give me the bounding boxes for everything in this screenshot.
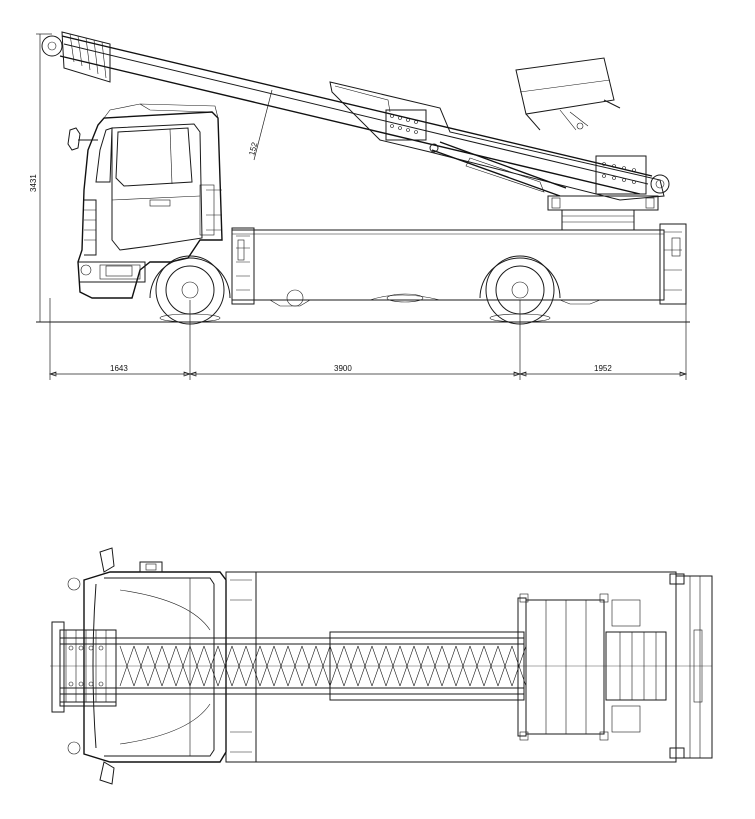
turntable-top bbox=[605, 599, 667, 733]
platform-top bbox=[517, 593, 609, 741]
dim-boom-angle: 152 bbox=[247, 141, 259, 157]
body-top bbox=[225, 571, 713, 763]
height-dimension: 3431 bbox=[29, 33, 52, 323]
truss-member bbox=[259, 645, 275, 687]
truss-member bbox=[301, 645, 317, 687]
truck-body bbox=[231, 223, 687, 307]
truss-member bbox=[147, 645, 163, 687]
side-view: 152 3431 1643 3900 1952 bbox=[29, 31, 690, 380]
truss-member bbox=[175, 645, 191, 687]
dim-height-total: 3431 bbox=[29, 174, 38, 192]
truss-member bbox=[119, 645, 135, 687]
boom-truss-lattice bbox=[119, 645, 527, 687]
truss-member bbox=[511, 645, 527, 687]
truss-member bbox=[483, 645, 499, 687]
dim-wheelbase: 3900 bbox=[334, 364, 352, 373]
dim-front-overhang: 1643 bbox=[110, 364, 128, 373]
truss-member bbox=[343, 645, 359, 687]
top-view bbox=[50, 547, 713, 785]
truss-member bbox=[273, 645, 289, 687]
truss-member bbox=[287, 645, 303, 687]
truss-member bbox=[497, 645, 513, 687]
truss-member bbox=[217, 645, 233, 687]
truss-member bbox=[441, 645, 457, 687]
truss-member bbox=[413, 645, 429, 687]
truss-member bbox=[455, 645, 471, 687]
length-dimensions: 1643 3900 1952 bbox=[48, 298, 688, 380]
truss-member bbox=[399, 645, 415, 687]
truss-member bbox=[357, 645, 373, 687]
truss-member bbox=[161, 645, 177, 687]
truss-member bbox=[469, 645, 485, 687]
truss-member bbox=[203, 645, 219, 687]
boom bbox=[41, 31, 670, 201]
truss-member bbox=[189, 645, 205, 687]
boom-angle-dimension: 152 bbox=[247, 89, 273, 161]
truss-member bbox=[245, 645, 261, 687]
boom-top bbox=[59, 629, 527, 707]
truss-member bbox=[133, 645, 149, 687]
truss-member bbox=[427, 645, 443, 687]
truss-member bbox=[231, 645, 247, 687]
truss-member bbox=[315, 645, 331, 687]
truss-member bbox=[385, 645, 401, 687]
turntable bbox=[547, 195, 659, 231]
truss-member bbox=[329, 645, 345, 687]
truck-cab bbox=[67, 103, 223, 299]
truss-member bbox=[371, 645, 387, 687]
dim-rear-overhang: 1952 bbox=[594, 364, 612, 373]
